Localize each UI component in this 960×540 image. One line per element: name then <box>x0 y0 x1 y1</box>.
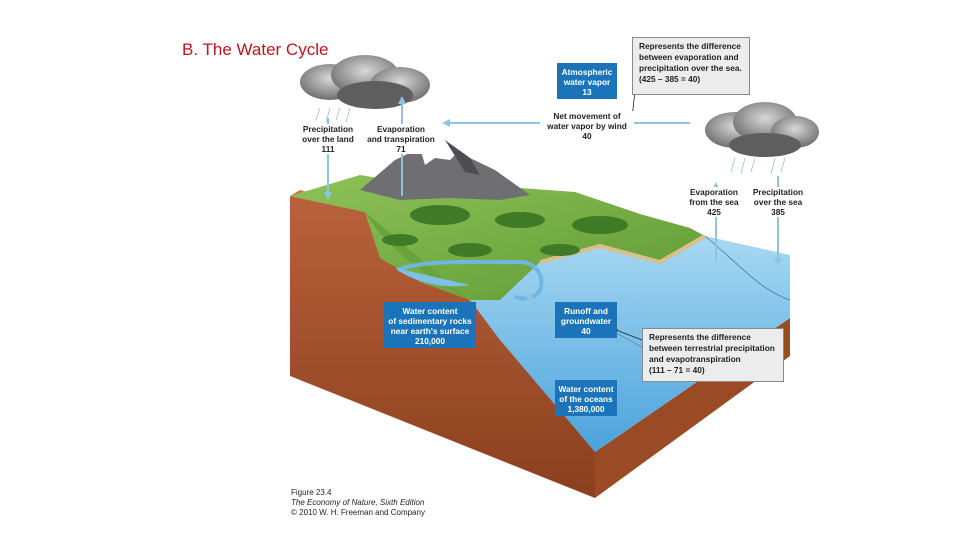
figure-caption: Figure 23.4 The Economy of Nature, Sixth… <box>291 488 425 518</box>
land-cloud <box>300 55 430 123</box>
evaporation-land-label: Evaporation and transpiration 71 <box>362 124 440 154</box>
precipitation-land-label: Precipitation over the land 111 <box>298 124 358 154</box>
sedimentary-water-box: Water content of sedimentary rocks near … <box>384 302 476 348</box>
ocean-surface <box>470 236 790 452</box>
copyright: © 2010 W. H. Freeman and Company <box>291 508 425 517</box>
ocean-water-box: Water content of the oceans 1,380,000 <box>555 380 617 416</box>
land-difference-note: Represents the difference between terres… <box>642 328 784 382</box>
sea-difference-note: Represents the difference between evapor… <box>632 37 750 95</box>
runoff-groundwater-box: Runoff and groundwater 40 <box>555 302 617 338</box>
evaporation-sea-label: Evaporation from the sea 425 <box>684 187 744 217</box>
figure-number: Figure 23.4 <box>291 488 332 497</box>
land-top <box>290 172 705 300</box>
lake <box>395 268 470 287</box>
land-rain <box>315 107 351 123</box>
slide-title: B. The Water Cycle <box>182 40 329 59</box>
sea-rain <box>730 157 786 175</box>
sea-cloud <box>705 102 819 175</box>
atmospheric-vapor-box: Atmospheric water vapor 13 <box>557 63 617 99</box>
book-title: The Economy of Nature, Sixth Edition <box>291 498 425 507</box>
precipitation-sea-label: Precipitation over the sea 385 <box>748 187 808 217</box>
net-movement-label: Net movement of water vapor by wind 40 <box>540 111 634 141</box>
land-surface <box>290 172 707 318</box>
forest-patches <box>382 205 628 257</box>
arrow-runoff <box>525 292 561 337</box>
